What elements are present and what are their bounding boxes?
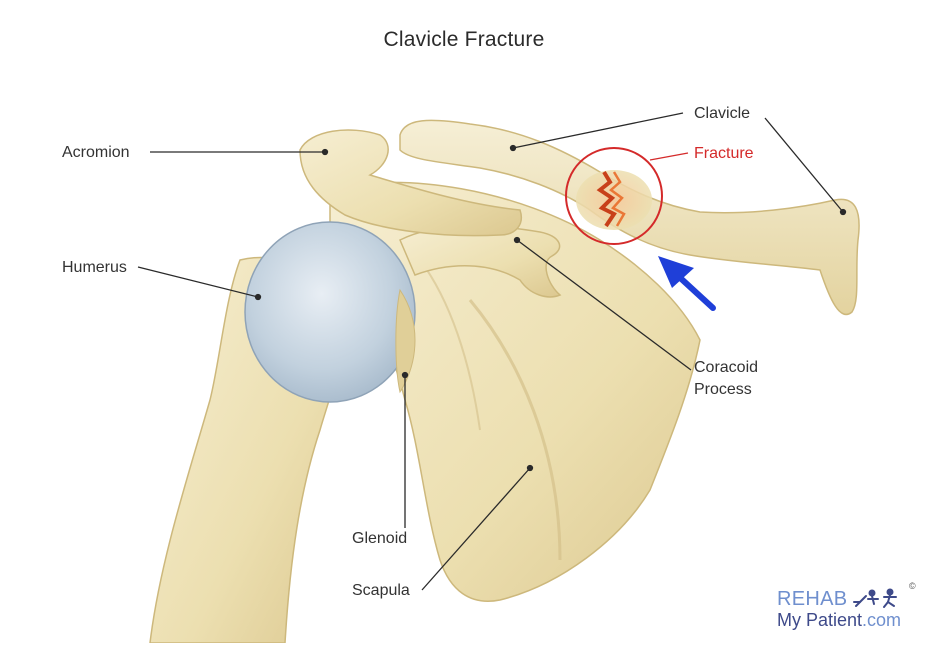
- leader-clavicle-left: [513, 113, 683, 148]
- label-glenoid: Glenoid: [352, 528, 407, 550]
- label-acromion: Acromion: [62, 142, 130, 164]
- leader-clavicle-right: [765, 118, 843, 212]
- label-coracoid-line1: Coracoid: [694, 359, 758, 376]
- logo-sub-suffix: .com: [862, 610, 901, 630]
- diagram-title: Clavicle Fracture: [0, 28, 928, 52]
- logo-copyright: ©: [909, 582, 916, 591]
- label-clavicle: Clavicle: [694, 103, 750, 125]
- logo-subtitle: My Patient.com: [777, 611, 904, 629]
- label-fracture: Fracture: [694, 143, 754, 165]
- humeral-head-cartilage: [245, 222, 415, 402]
- leader-fracture: [650, 153, 688, 160]
- rehab-my-patient-logo: REHAB © My Patient.com: [777, 588, 904, 629]
- logo-figures-icon: [852, 588, 904, 608]
- label-coracoid-process: Coracoid Process: [694, 357, 814, 400]
- label-scapula: Scapula: [352, 580, 410, 602]
- label-humerus: Humerus: [62, 257, 127, 279]
- logo-brand: REHAB: [777, 588, 847, 610]
- logo-sub-main: My Patient: [777, 610, 862, 630]
- label-coracoid-line2: Process: [694, 381, 752, 398]
